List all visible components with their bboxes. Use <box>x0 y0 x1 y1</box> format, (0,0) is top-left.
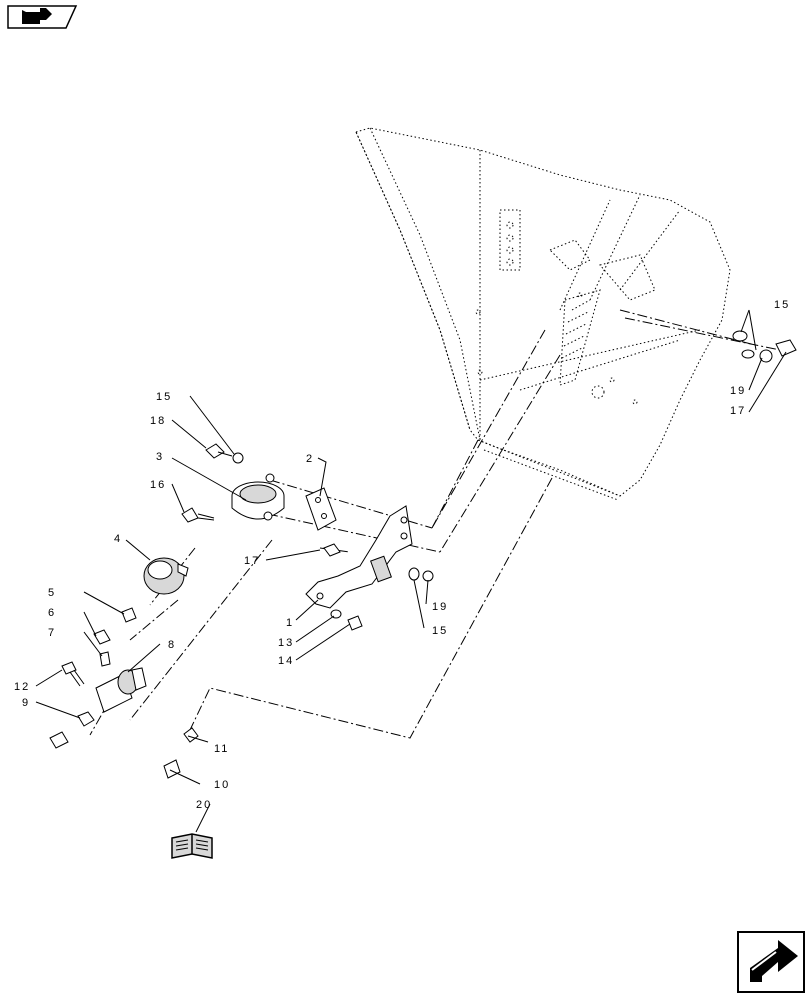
next-page-icon <box>750 940 798 982</box>
hose <box>35 731 181 802</box>
callout-16: 16 <box>150 479 166 491</box>
callout-4: 4 <box>114 533 122 545</box>
previous-page-button[interactable] <box>7 5 78 29</box>
callout-11: 11 <box>214 743 229 755</box>
callout-1: 1 <box>286 617 294 629</box>
callout-20: 20 <box>196 799 212 811</box>
assembly-lines <box>89 309 781 739</box>
callout-14: 14 <box>278 655 294 667</box>
callout-15-right: 15 <box>774 299 790 311</box>
callout-2: 2 <box>306 453 314 465</box>
callouts: 1 2 3 4 5 6 7 8 9 10 11 12 13 14 15 15 1… <box>14 299 790 811</box>
callout-12: 12 <box>14 681 30 693</box>
fittings <box>61 607 199 743</box>
callout-19-bracket: 19 <box>432 601 448 613</box>
callout-17-right: 17 <box>730 405 746 417</box>
callout-3: 3 <box>156 451 164 463</box>
callout-19-right: 19 <box>730 385 746 397</box>
callout-10: 10 <box>214 779 230 791</box>
pressure-switch <box>95 667 147 713</box>
callout-15-left: 15 <box>156 391 172 403</box>
previous-page-icon <box>22 8 52 24</box>
plate <box>305 487 337 531</box>
accumulator <box>143 557 189 595</box>
callout-18: 18 <box>150 415 166 427</box>
callout-5: 5 <box>48 587 56 599</box>
clamp <box>231 473 285 521</box>
machine-frame <box>355 127 731 501</box>
callout-9: 9 <box>22 697 30 709</box>
callout-17-bracket: 17 <box>244 555 260 567</box>
callout-13: 13 <box>278 637 294 649</box>
callout-8: 8 <box>168 639 176 651</box>
right-hardware <box>732 330 797 363</box>
next-page-button[interactable] <box>737 931 805 993</box>
manual-book-icon <box>171 833 213 859</box>
leader-lines <box>35 309 787 833</box>
callout-7: 7 <box>48 627 56 639</box>
fasteners-left <box>181 443 244 523</box>
callout-6: 6 <box>48 607 56 619</box>
callout-15-bracket: 15 <box>432 625 448 637</box>
